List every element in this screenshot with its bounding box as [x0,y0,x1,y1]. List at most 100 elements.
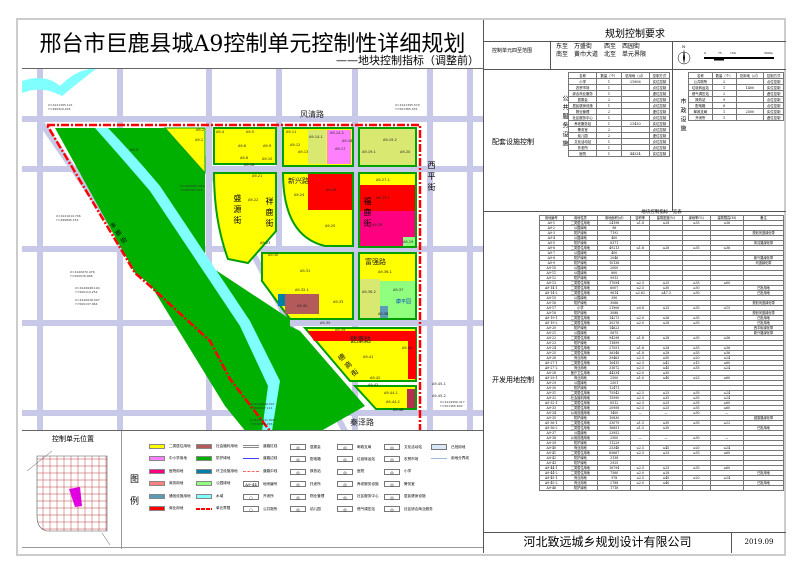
legend-label-text: 道路红线 [263,444,278,448]
location-map-title: 控制单元位置 [52,435,94,443]
legend-symbol-icon: ◎ [290,481,306,488]
block-code-label: A9-12 [290,143,300,147]
block-a9-45-2[interactable] [407,389,415,408]
legend-item-color: 防护绿地 [196,456,231,462]
legend-symbol-icon: ◎ [384,444,400,450]
block-a9-19[interactable] [358,127,417,167]
block-code-label: A9-19-2 [383,138,397,142]
legend-label-text: 居委会 [310,444,321,449]
block-a9-26[interactable] [308,174,352,210]
legend-item-color: 公园绿地 [196,481,230,487]
block-a9-27-2[interactable] [360,185,415,211]
legend-item-symbol: ◎配电箱 [290,456,321,463]
block-code-label: A9-5 [246,130,254,134]
legend-item-symbol: ◎垃圾转运站 [337,456,375,463]
block-code-label: A9-6 [238,144,246,148]
block-code-label: A9-23 [260,241,270,245]
block-code-label: A9-45-1 [432,382,446,386]
table-cell: 燃气调压站 [688,90,713,97]
table-header: 总用地（㎡） [735,72,765,79]
block-code-label: A9-25 [325,224,335,228]
legend: 控制单元位置 图例 二类居住用地中小学用地医院用地商务用地通信设施用地商业用地社… [22,430,483,549]
block-a9-22[interactable] [212,172,277,265]
block-code-label: A9-4 [216,130,225,134]
legend-item-symbol: ◎燃气调压站 [337,506,375,512]
block-a9-44[interactable] [352,385,417,410]
development-control-label: 开发用地控制 [492,376,534,384]
range-north: 北至 单元界限 [604,51,647,58]
table-cell: 1718 [597,485,632,491]
block-code-label: A9-44-1 [384,391,398,395]
range-west: 西至 西园街 [604,43,641,50]
block-code-label: A9-43 [368,383,378,387]
scale-0: 0 [704,51,706,55]
road-label-east: 西平街 [427,161,436,194]
block-a9-14-1[interactable] [308,130,326,164]
block-code-label: A9-10 [262,157,272,161]
unit-range: 东至 万盛街 西至 西园街 南至 黄巾大道 北至 单元界限 [556,43,646,59]
block-code-label: A9-36-1 [378,270,392,274]
block-a9-32[interactable] [285,294,319,314]
legend-item-symbol: ◎物业管理 [290,493,324,500]
legend-label-text: 水域 [216,493,224,498]
legend-item-symbol: ◎ 警务室 [384,481,415,488]
table-cell: 垃圾转运站 [688,84,713,91]
block-a9-40[interactable] [308,331,416,379]
location-highlight [69,487,82,507]
block-code-label: A9-19-1 [362,150,376,154]
range-label: 控制单元四至范围 [492,48,533,54]
legend-label-text: 商务用地 [169,481,184,486]
legend-label-text: 小学 [404,469,412,474]
block-code-label: A9-26 [326,188,336,192]
block-a9-41[interactable] [302,327,417,382]
block-code-label: A9-16 [342,139,352,143]
block-a9-34[interactable] [278,294,285,306]
legend-label-text: 防护绿地 [216,456,231,461]
legend-label-text: 居民健身设施 [404,494,426,499]
legend-label-text: 警务室 [404,481,415,486]
legend-swatch [149,444,165,449]
table-cell: 防护绿地 [562,485,599,491]
block-code-label: A9-3 [130,148,138,152]
block-a9-36-2[interactable] [360,279,380,318]
coordinate-label: X=4120648.194 [75,286,100,290]
coordinate-label: Y=500826.206 [250,422,273,426]
block-code-label: A9-9 [263,144,271,148]
block-a9-1[interactable] [163,127,206,175]
block-a9-6[interactable] [213,127,277,165]
legend-item-symbol: ◎文化活动站 [384,444,422,450]
park-label-kangping: 康平园 [396,298,411,305]
legend-label-text: 已批用地 [451,444,466,449]
legend-item-line: ○公共厕所 [243,506,277,512]
legend-symbol-icon: ◎ [290,444,306,450]
legend-label-text: 地块编号 [263,481,278,486]
block-code-label: A9-27-2 [376,196,390,200]
legend-swatch [196,468,212,474]
legend-line-sample [243,458,259,460]
legend-label: 图例 [130,475,140,507]
block-code-label: A9-13 [298,150,308,154]
scale-150: 150 [730,51,736,55]
legend-swatch [149,481,165,487]
legend-swatch [196,456,212,462]
legend-label-text: 换热站 [310,469,321,474]
table-cell [681,485,711,491]
legend-symbol-icon: ◎ [384,481,400,488]
block-a9-17[interactable] [327,130,351,164]
legend-label-text: 通信设施用地 [169,493,191,498]
block-a9-29[interactable] [403,237,415,246]
north-label: N [682,44,686,49]
legend-item-symbol: 已批用地 [431,444,465,450]
legend-swatch [196,444,212,449]
block-code-label: A9-8 [240,156,248,160]
block-a9-38[interactable] [380,306,388,318]
control-requirements-panel: 规划控制要求 控制单元四至范围 东至 万盛街 西至 西园街 南至 黄巾大道 北至… [483,20,786,553]
legend-item-symbol: ◎ 居委会 [290,444,321,450]
